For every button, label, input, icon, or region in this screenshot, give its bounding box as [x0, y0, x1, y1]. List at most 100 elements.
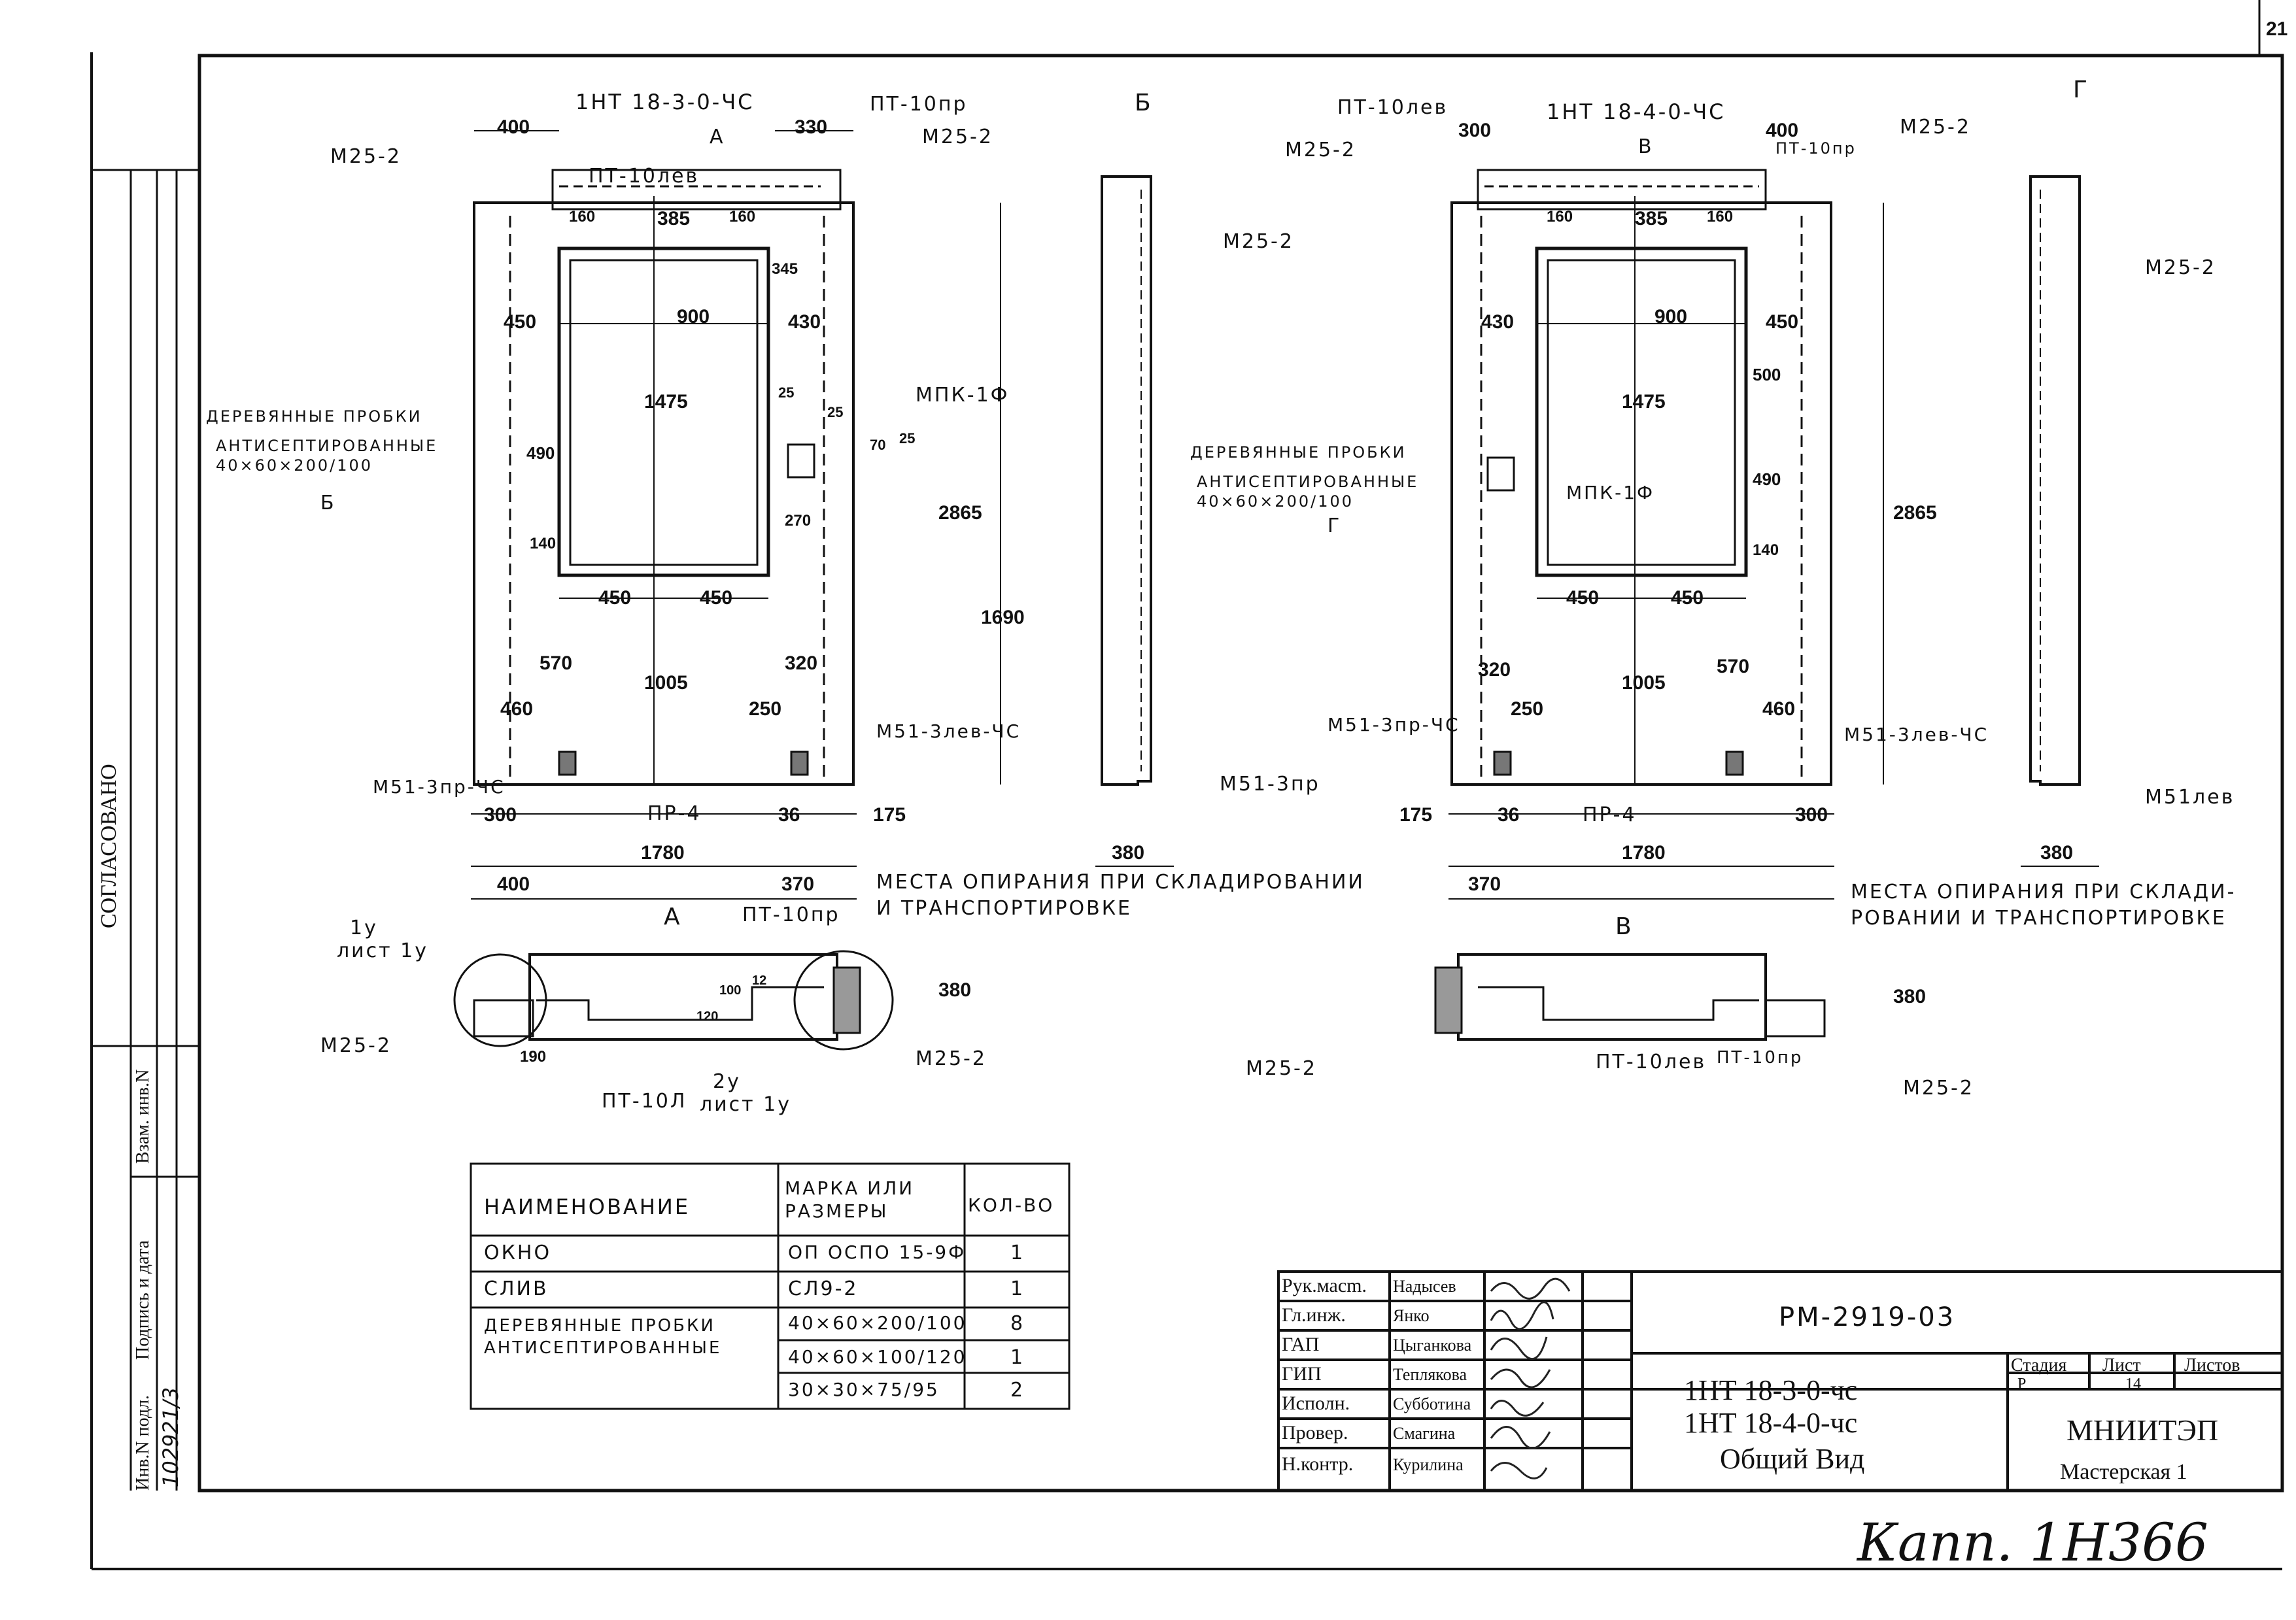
wood-note-right-2: АНТИСЕПТИРОВАННЫЕ: [1197, 473, 1419, 491]
label-left-pt10lev: ПТ-10лев: [589, 165, 700, 188]
section-g-m25: М25-2: [2145, 256, 2216, 279]
spec-row2-mark: СЛ9-2: [788, 1277, 859, 1300]
label-right-m25-right: М25-2: [1900, 116, 1971, 139]
label-right-m51lev: М51-3лев-ЧС: [1844, 724, 1989, 745]
section-v-pt10lev: ПТ-10лев: [1596, 1051, 1707, 1073]
spec-row2-name: СЛИВ: [484, 1277, 549, 1300]
spec-table-grid: [470, 1162, 1071, 1410]
wood-note-right-3: 40×60×200/100: [1197, 492, 1354, 511]
support-note-right-1: МЕСТА ОПИРАНИЯ ПРИ СКЛАДИ-: [1851, 881, 2236, 903]
dim-left-460: 460: [500, 698, 534, 720]
spec-row4-qty: 1: [1010, 1346, 1025, 1369]
section-b-m25: М25-2: [1223, 230, 1294, 253]
inv-orig-label: Инв.N подл.: [133, 1394, 153, 1491]
section-b-title: Б: [1135, 90, 1153, 116]
spec-row1-name: ОКНО: [484, 1241, 552, 1264]
dim-left-25a: 25: [778, 384, 795, 401]
tb-name-7: Курилина: [1393, 1455, 1464, 1474]
section-a-title: А: [664, 903, 682, 930]
section-a-dim-12: 12: [752, 973, 767, 988]
dim-left-320: 320: [785, 652, 818, 674]
panel-left-drawing: [471, 130, 1001, 900]
spec-row2-qty: 1: [1010, 1277, 1025, 1300]
section-a-dim-380: 380: [938, 979, 972, 1001]
panel-left-title: 1НТ 18-3-0-ЧС: [575, 90, 755, 114]
section-v-pt10pr: ПТ-10пр: [1717, 1048, 1804, 1068]
section-g-m51: М51лев: [2145, 786, 2235, 809]
dim-left-300: 300: [484, 804, 517, 826]
dim-left-430: 430: [788, 311, 821, 333]
dim-left-1475: 1475: [644, 391, 688, 413]
sheet-frame: [90, 0, 2284, 1570]
tb-role-6: Провер.: [1282, 1422, 1348, 1443]
dim-left-25c: 25: [899, 430, 916, 447]
dim-right-1780: 1780: [1622, 842, 1666, 864]
section-v-title: В: [1615, 913, 1634, 940]
dim-right-450b: 450: [1671, 587, 1704, 609]
tb-stage-header: Стадия: [2011, 1355, 2067, 1375]
dim-left-370: 370: [781, 873, 815, 895]
tb-sheets-header: Листов: [2184, 1355, 2240, 1375]
support-note-left-1: МЕСТА ОПИРАНИЯ ПРИ СКЛАДИРОВАНИИ: [876, 871, 1365, 894]
spec-row3-mark: 40×60×200/100: [788, 1312, 967, 1334]
dim-left-160b: 160: [729, 208, 756, 226]
dim-left-900: 900: [677, 306, 710, 328]
tb-name-1: Надысев: [1393, 1277, 1456, 1296]
dim-right-370: 370: [1468, 873, 1501, 895]
dim-right-490: 490: [1753, 469, 1781, 489]
dim-right-36: 36: [1498, 804, 1520, 826]
tb-role-7: Н.контр.: [1282, 1453, 1354, 1475]
wood-note-left-3: 40×60×200/100: [216, 456, 373, 475]
dim-left-400: 400: [497, 116, 530, 138]
dim-right-160b: 160: [1707, 208, 1734, 226]
inv-number: 102921/3: [158, 1387, 183, 1487]
label-left-m25-left: М25-2: [330, 145, 402, 168]
section-b-dim-380: 380: [1112, 842, 1145, 864]
tb-doc-code: РМ-2919-03: [1779, 1302, 1956, 1332]
label-left-pr4: ПР-4: [647, 802, 702, 825]
dim-right-175: 175: [1399, 804, 1433, 826]
spec-row5-qty: 2: [1010, 1379, 1025, 1402]
dim-left-570: 570: [540, 652, 573, 674]
dim-right-450: 450: [1766, 311, 1799, 333]
section-a-dim-190: 190: [520, 1048, 547, 1066]
section-mark-v: В: [1638, 135, 1654, 158]
callout-2y-sheet: лист 1у: [700, 1093, 792, 1116]
dim-left-450b: 450: [700, 587, 733, 609]
support-note-right-2: РОВАНИИ И ТРАНСПОРТИРОВКЕ: [1851, 907, 2227, 930]
section-g-title: Г: [2073, 76, 2089, 103]
tb-sheet-value: 14: [2125, 1375, 2141, 1392]
dim-left-175: 175: [873, 804, 906, 826]
spec-row1-qty: 1: [1010, 1241, 1025, 1264]
tb-org: МНИИТЭП: [2066, 1413, 2219, 1447]
sign-date-label: Подпись и дата: [133, 1240, 153, 1360]
section-v-dim-380: 380: [1893, 986, 1927, 1007]
tb-desc-1: 1НТ 18-3-0-чс: [1684, 1374, 1858, 1406]
section-v-m25-right: М25-2: [1903, 1077, 1974, 1100]
callout-2y: 2у: [713, 1070, 741, 1093]
dim-left-2865: 2865: [938, 502, 982, 524]
tb-name-4: Теплякова: [1393, 1365, 1467, 1384]
label-right-pr4: ПР-4: [1583, 803, 1637, 826]
archive-note: Капп. 1Н366: [1857, 1512, 2208, 1573]
tb-name-5: Субботина: [1393, 1394, 1471, 1413]
dim-right-300b: 300: [1795, 804, 1828, 826]
dim-right-385: 385: [1635, 208, 1668, 229]
tb-desc-2: 1НТ 18-4-0-чс: [1684, 1407, 1858, 1439]
tb-desc-3: Общий Вид: [1720, 1443, 1865, 1475]
dim-left-270: 270: [785, 512, 812, 530]
dim-right-320: 320: [1478, 659, 1511, 681]
dim-right-1005: 1005: [1622, 672, 1666, 694]
replace-inv-label: Взам. инв.N: [133, 1069, 153, 1164]
section-g-drawing: [2021, 175, 2099, 867]
tb-role-3: ГАП: [1282, 1334, 1320, 1355]
callout-1y: 1у: [350, 917, 378, 939]
label-left-m51pr: М51-3пр-ЧС: [373, 776, 505, 798]
support-note-left-2: И ТРАНСПОРТИРОВКЕ: [876, 897, 1132, 920]
spec-row1-mark: ОП ОСПО 15-9Ф: [788, 1241, 967, 1263]
spec-header-mark: МАРКА ИЛИ РАЗМЕРЫ: [785, 1177, 915, 1222]
tb-role-5: Исполн.: [1282, 1392, 1350, 1414]
dim-left-160a: 160: [569, 208, 596, 226]
wood-note-left-2: АНТИСЕПТИРОВАННЫЕ: [216, 437, 438, 455]
